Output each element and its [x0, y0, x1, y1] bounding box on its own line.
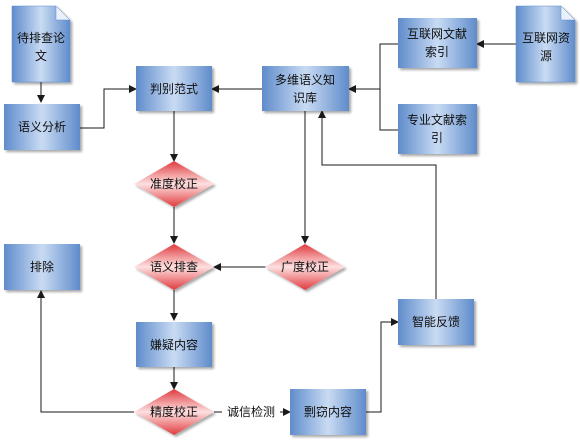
pro-index-label-line1: 专业文献索 — [407, 112, 467, 127]
edge-analysis-to-paradigm — [80, 85, 137, 129]
web-source-label-line1: 互联网资 — [522, 31, 570, 45]
box-web-index: 互联网文献 索引 — [398, 18, 477, 68]
box-semantic-analysis: 语义分析 — [4, 104, 80, 150]
diamond-accuracy-check: 准度校正 — [134, 161, 214, 207]
semantic-analysis-label: 语义分析 — [18, 120, 66, 134]
plagiarism-label: 剽窃内容 — [304, 404, 352, 419]
web-source-label-line2: 源 — [540, 49, 552, 63]
breadth-check-label: 广度校正 — [281, 259, 329, 274]
kb-label-line2: 识库 — [293, 90, 317, 105]
kb-label-line1: 多维语义知 — [275, 73, 335, 87]
feedback-label: 智能反馈 — [412, 314, 460, 329]
accuracy-check-label: 准度校正 — [150, 176, 198, 191]
edge-indexes-to-kb — [379, 43, 398, 131]
box-plagiarism: 剽窃内容 — [290, 389, 366, 435]
edges — [37, 40, 516, 416]
box-feedback: 智能反馈 — [398, 299, 474, 345]
box-paradigm: 判别范式 — [136, 66, 212, 111]
paradigm-label: 判别范式 — [150, 82, 198, 96]
paper-label-line1: 待排查论 — [17, 31, 65, 45]
web-index-label-line1: 互联网文献 — [407, 26, 467, 41]
precision-check-label: 精度校正 — [150, 404, 198, 419]
diamond-precision-check: 精度校正 — [134, 389, 214, 435]
box-suspicious: 嫌疑内容 — [136, 322, 212, 367]
diamond-breadth-check: 广度校正 — [265, 244, 345, 290]
document-web-source: 互联网资 源 — [515, 5, 576, 83]
suspicious-label: 嫌疑内容 — [150, 337, 198, 352]
paper-label-line2: 文 — [35, 48, 47, 63]
exclude-label: 排除 — [30, 259, 54, 274]
web-index-label-line2: 索引 — [425, 45, 449, 59]
pro-index-label-line2: 引 — [431, 131, 443, 145]
box-exclude: 排除 — [4, 244, 80, 290]
edge-label-integrity: 诚信检测 — [227, 404, 275, 419]
document-paper-to-check: 待排查论 文 — [11, 5, 71, 83]
box-knowledge-base: 多维语义知 识库 — [262, 66, 349, 111]
semantic-check-label: 语义排查 — [150, 260, 198, 274]
edge-plagiarism-to-feedback — [366, 318, 399, 413]
diamond-semantic-check: 语义排查 — [134, 244, 214, 290]
edge-feedback-to-kb — [318, 110, 437, 299]
box-pro-index: 专业文献索 引 — [398, 104, 477, 154]
edge-precision-to-exclude — [37, 290, 134, 413]
